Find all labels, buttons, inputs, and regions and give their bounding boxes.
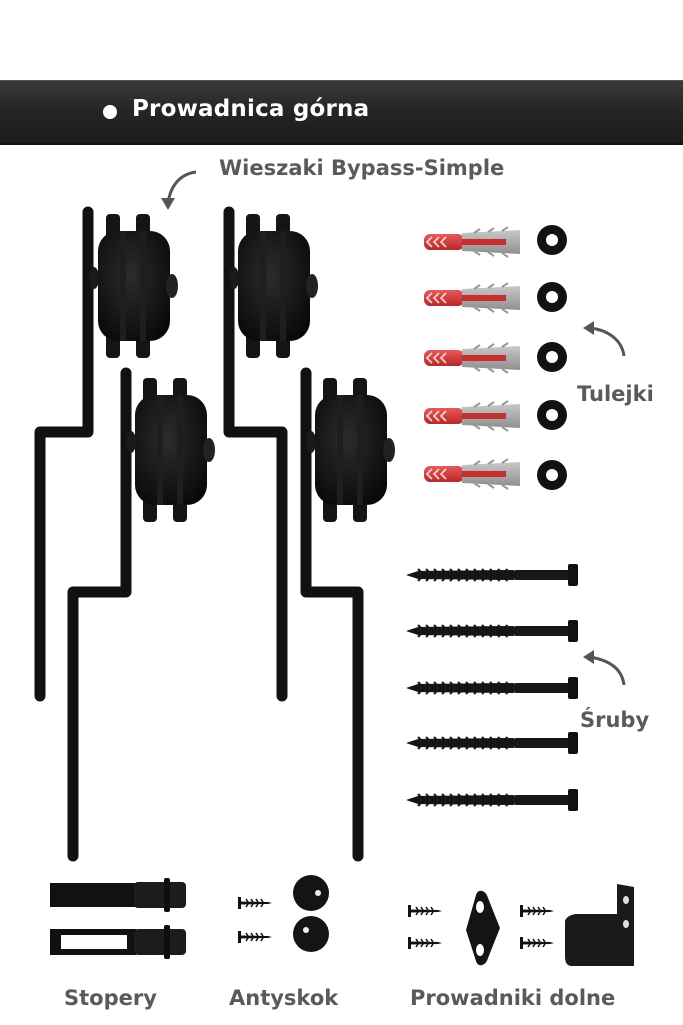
anchor-set [423,225,567,490]
label-floor-guides: Prowadniki dolne [410,986,616,1010]
hanger-back-left [34,206,178,702]
arrow-hangers-head-icon [161,198,175,210]
rail-title: Prowadnica górna [132,96,370,122]
washer-icon [537,225,567,255]
lag-screw-icon [405,788,579,812]
floor-guide-bracket-icon [466,890,500,966]
wall-anchor-icon [423,342,521,374]
arrow-screws-icon [589,655,626,686]
small-screw-icon [237,896,273,910]
hanger-front-left [67,367,215,862]
label-stoppers: Stopery [64,986,157,1010]
wall-anchor-icon [423,458,521,490]
lag-screw-icon [405,619,579,643]
wall-anchor-icon [423,282,521,314]
wall-anchor-icon [423,226,521,258]
hanger-front-right [300,367,395,862]
label-sleeves: Tulejki [577,382,654,406]
small-screw-icon [407,904,443,918]
wall-anchor-icon [423,400,521,432]
anti-jump-set [237,875,329,952]
washer-icon [537,282,567,312]
small-screw-icon [519,904,555,918]
lag-screw-icon [405,676,579,700]
anti-jump-disc-icon [293,916,329,952]
washer-icon [537,460,567,490]
small-screw-icon [519,936,555,950]
washer-icon [537,400,567,430]
label-anti-jump: Antyskok [229,986,339,1010]
small-screw-icon [407,936,443,950]
hanger-back-right [223,206,318,702]
arrow-sleeves-icon [589,326,626,357]
stopper-bottom [50,925,186,959]
lag-screw-icon [405,563,579,587]
label-screws: Śruby [580,708,650,732]
floor-guide-set [407,884,634,966]
floor-guide-channel-icon [565,884,634,966]
lag-screw-icon [405,731,579,755]
arrow-screws-head-icon [583,650,594,664]
screw-set [405,563,579,812]
arrow-sleeves-head-icon [583,321,594,335]
anti-jump-disc-icon [293,875,329,911]
stopper-top [50,878,186,912]
label-hangers: Wieszaki Bypass-Simple [219,156,505,180]
washer-icon [537,342,567,372]
top-rail-banner: Prowadnica górna [0,80,683,145]
small-screw-icon [237,930,273,944]
bullet-dot-icon [103,105,117,119]
